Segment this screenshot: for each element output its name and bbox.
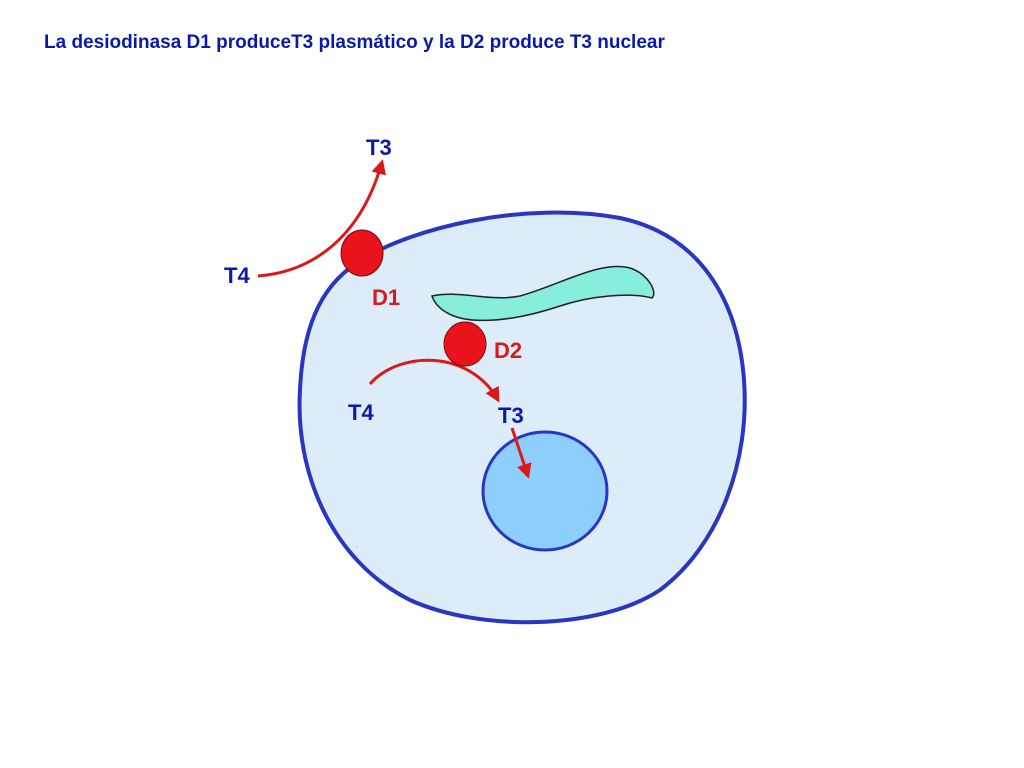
endoplasmic-reticulum [431, 265, 655, 322]
d2-conversion-arrow [368, 358, 500, 403]
t4-plasma-label: T4 [224, 263, 250, 288]
cell-membrane [297, 210, 747, 625]
t3-plasma-label: T3 [366, 135, 392, 160]
d2-label: D2 [494, 338, 522, 363]
t3-to-nucleus-arrow [510, 427, 532, 479]
d1-label: D1 [372, 285, 400, 310]
t4-intracellular-label: T4 [348, 400, 374, 425]
slide-title: La desiodinasa D1 produceT3 plasmático y… [44, 32, 665, 53]
d1-conversion-arrow [257, 159, 386, 278]
d1-enzyme [340, 229, 384, 277]
d2-enzyme [443, 321, 487, 367]
nucleus [481, 430, 609, 552]
t3-nuclear-label: T3 [498, 403, 524, 428]
